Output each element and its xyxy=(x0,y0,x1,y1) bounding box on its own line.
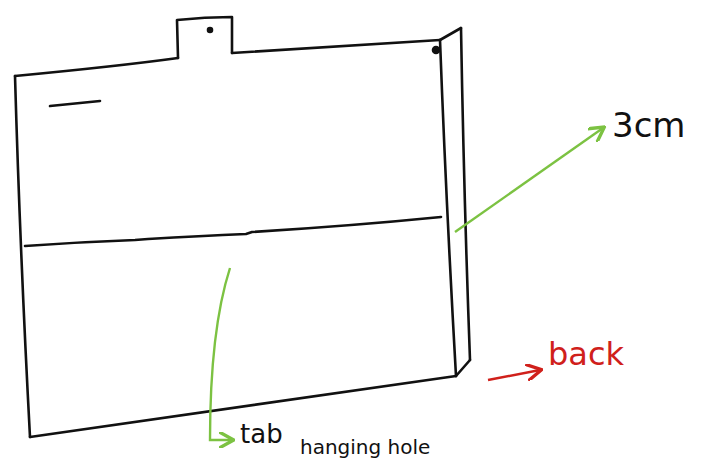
depth-edge xyxy=(456,360,470,376)
dimension-label: 3cm xyxy=(612,106,685,145)
hanging-hole xyxy=(208,28,212,32)
front-right-edge xyxy=(440,40,456,376)
middle-fold xyxy=(25,217,441,246)
side-label: back xyxy=(548,336,624,373)
depth-edge xyxy=(440,28,461,40)
back-right-edge xyxy=(461,28,470,360)
corner-dot xyxy=(433,47,439,53)
leader-arrow xyxy=(488,370,540,380)
top-edge xyxy=(15,40,440,76)
mark-dash xyxy=(50,101,100,106)
note-label: hanging hole xyxy=(300,436,430,459)
leader-arrow xyxy=(455,128,603,232)
leader-arrow xyxy=(210,268,232,440)
tab-outline xyxy=(177,17,232,58)
part-label: tab xyxy=(240,420,283,450)
left-edge xyxy=(15,76,30,437)
